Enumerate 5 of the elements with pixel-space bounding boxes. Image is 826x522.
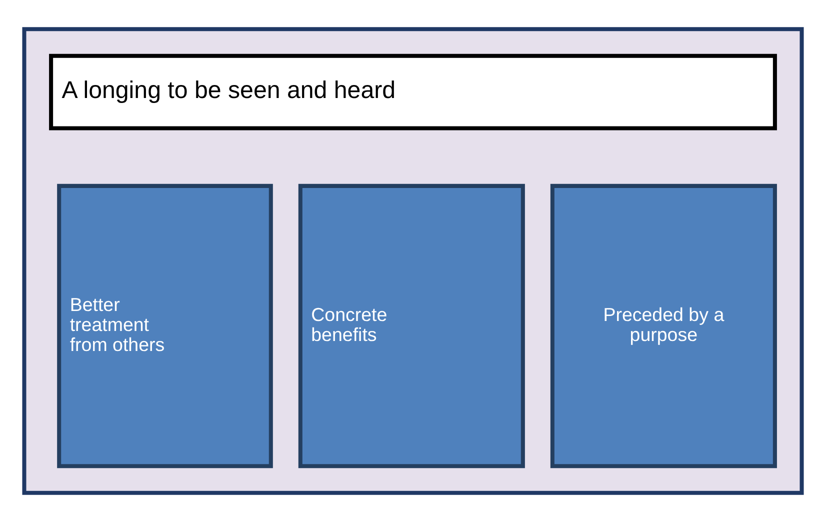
node-box: Preceded by a purpose	[550, 184, 777, 468]
node-box: Better treatment from others	[57, 184, 273, 468]
node-box: Concrete benefits	[298, 184, 525, 468]
cluster	[22, 27, 804, 495]
node-box: A longing to be seen and heard	[49, 54, 777, 130]
